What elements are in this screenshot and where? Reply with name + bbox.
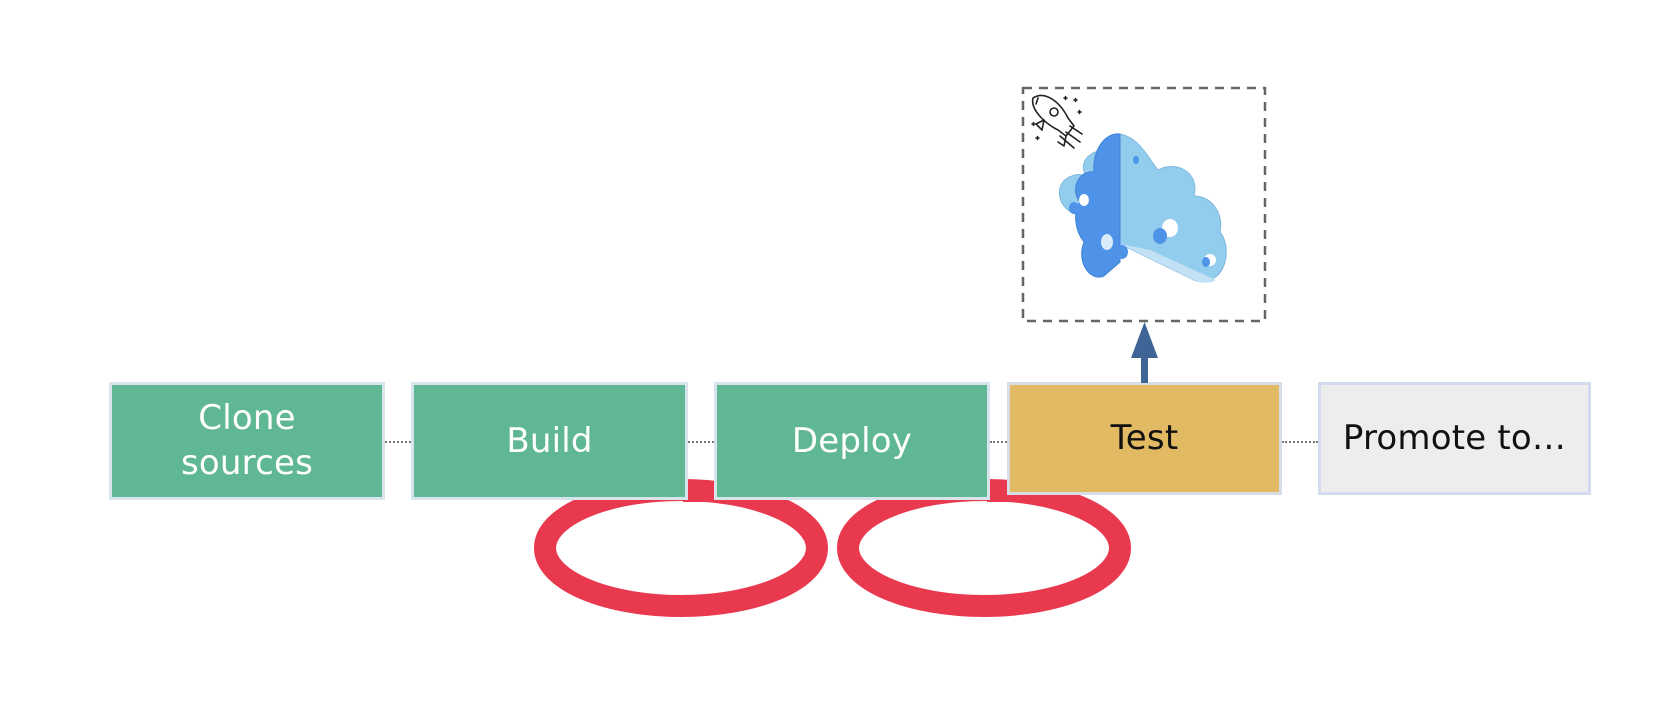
- step-clone-sources: Clone sources: [109, 382, 385, 500]
- connector-test-promote: [1282, 441, 1318, 443]
- step-deploy: Deploy: [714, 382, 990, 500]
- step-label: Promote to…: [1342, 418, 1567, 458]
- connector-build-deploy: [688, 441, 714, 443]
- cloud-icon: [1058, 133, 1227, 283]
- connector-deploy-test: [990, 441, 1007, 443]
- step-label: Test: [1110, 418, 1179, 458]
- step-build: Build: [411, 382, 688, 500]
- step-label: Build: [506, 420, 593, 461]
- connector-clone-build: [385, 441, 411, 443]
- step-test: Test: [1007, 382, 1282, 495]
- step-label: Deploy: [791, 420, 913, 461]
- step-label: Clone sources: [180, 398, 314, 483]
- rocket-icon: [1031, 94, 1083, 149]
- step-promote: Promote to…: [1318, 382, 1591, 495]
